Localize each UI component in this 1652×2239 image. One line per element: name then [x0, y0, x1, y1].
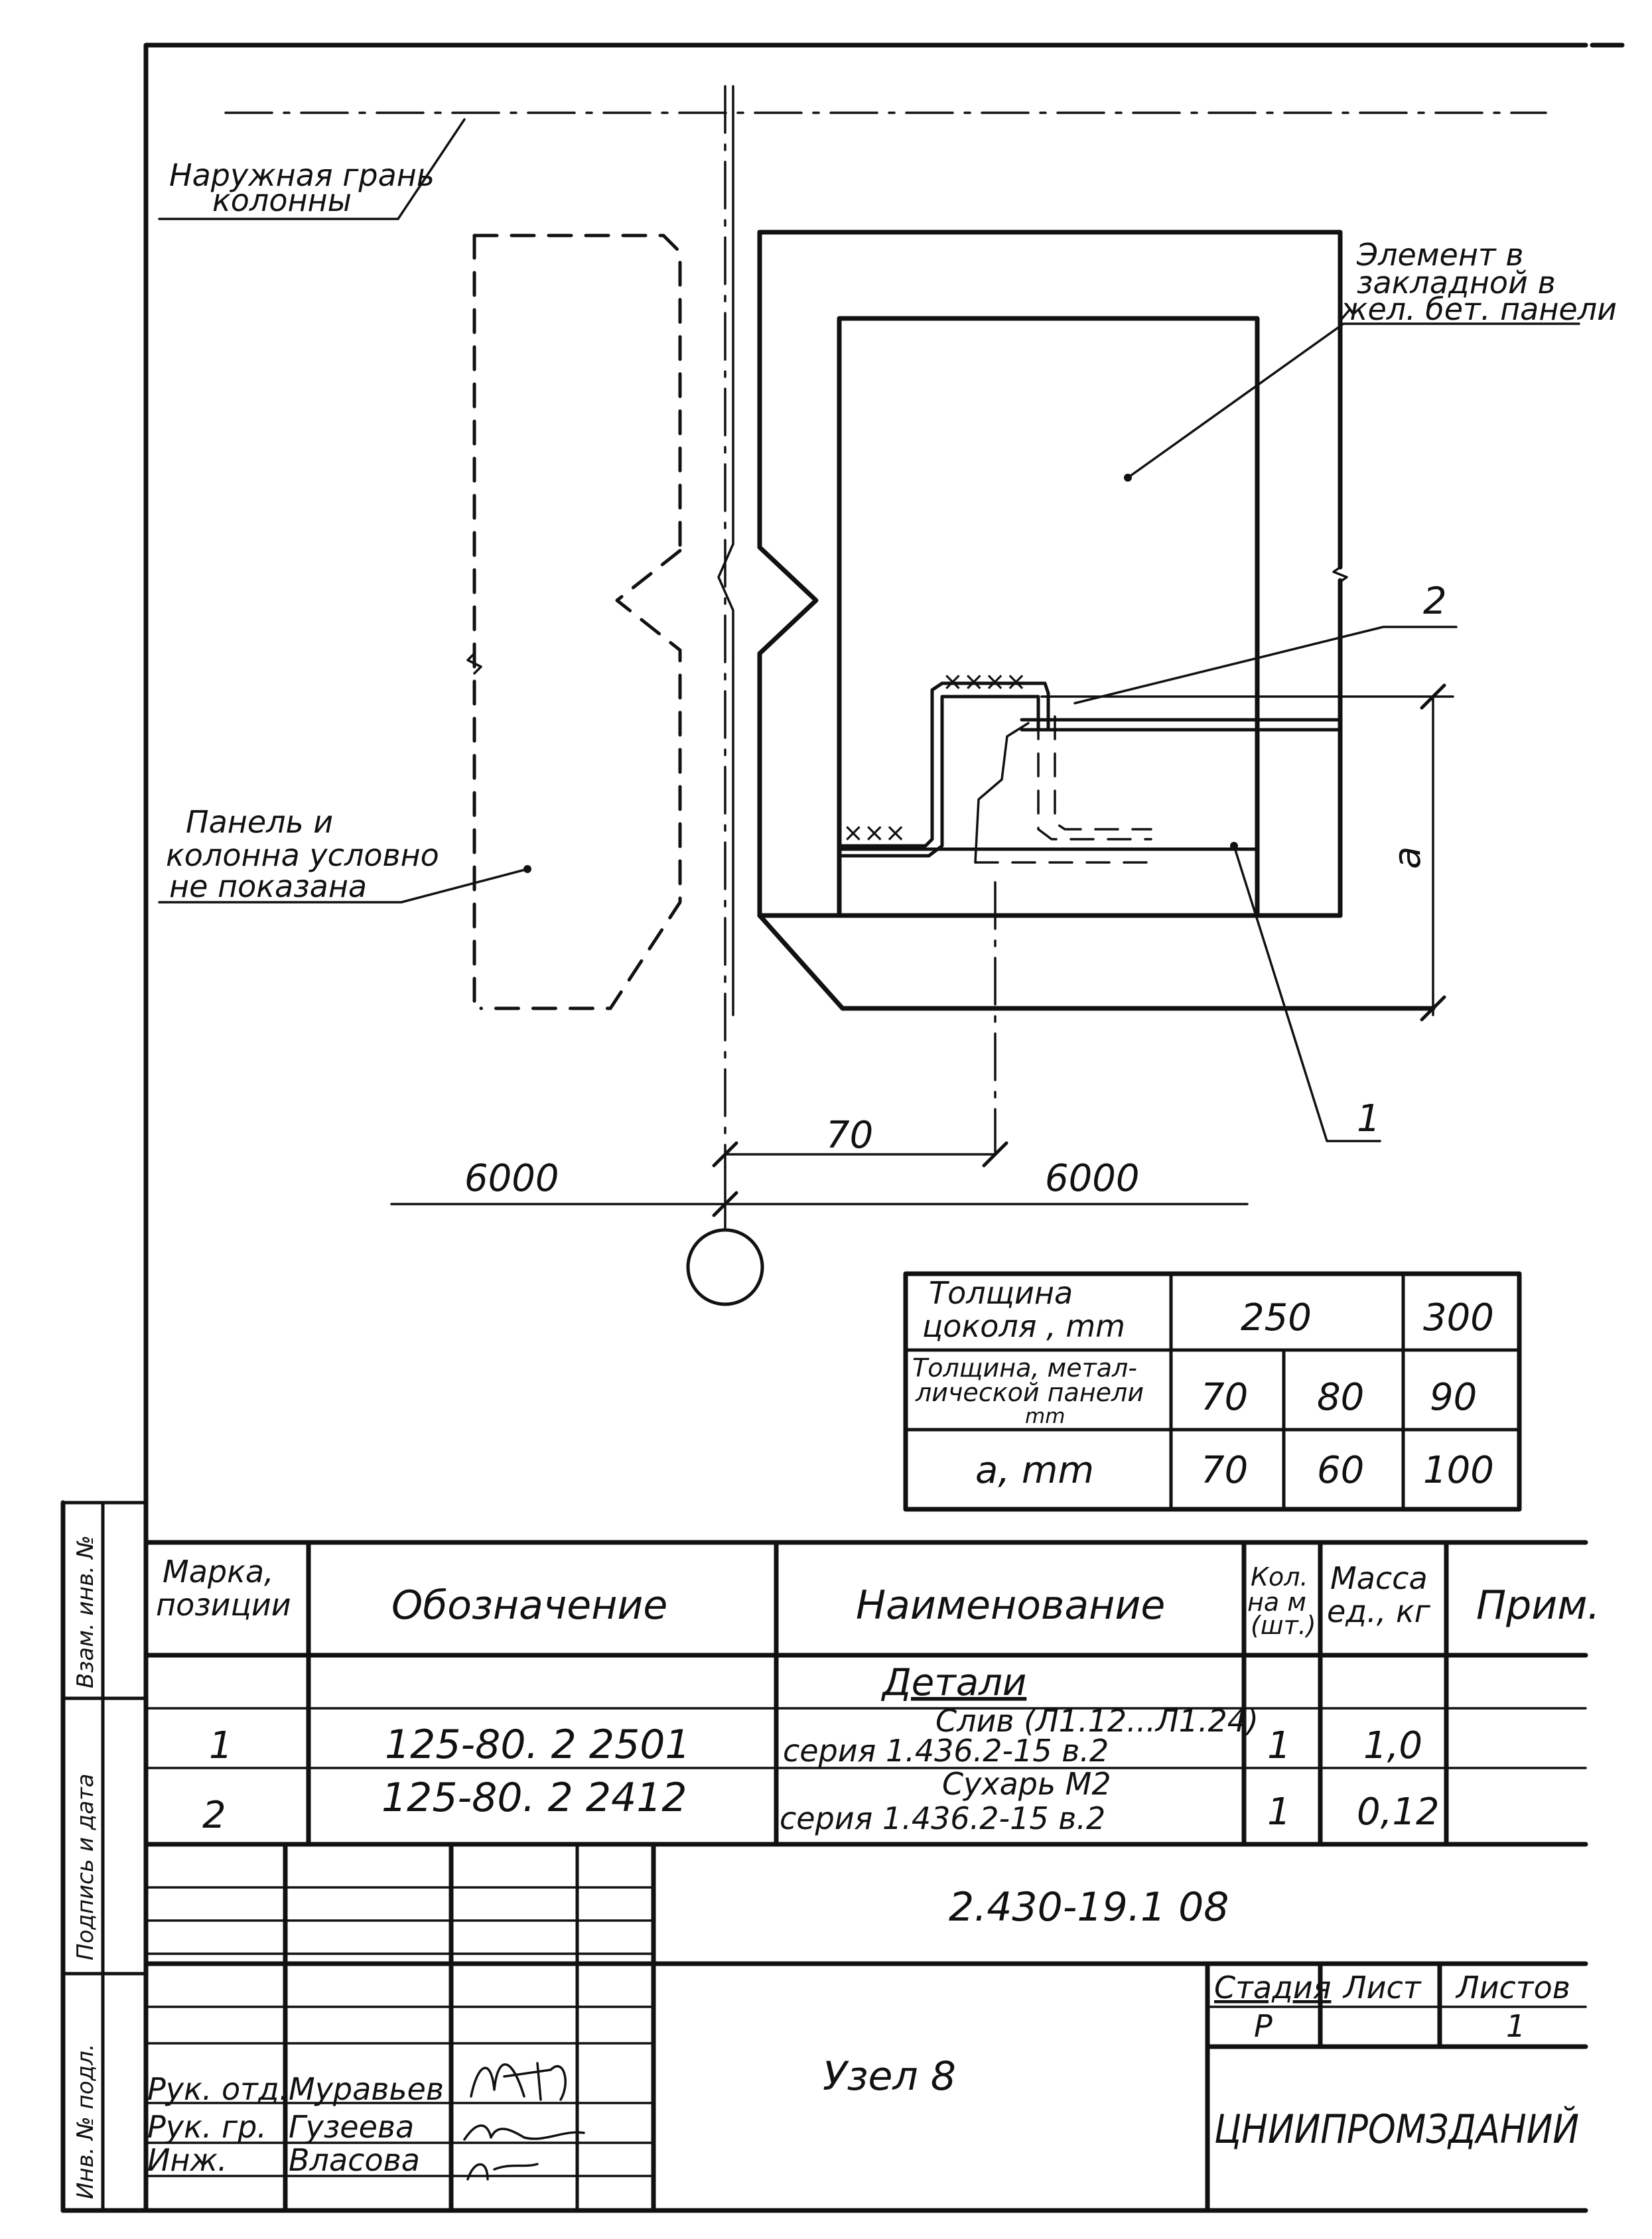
spec-row-qty: 1 [1267, 1791, 1291, 1834]
spec-header-qty-line2: на м [1247, 1588, 1306, 1617]
thickness-row3-label: а, mm [975, 1449, 1094, 1492]
spec-header-name: Наименование [856, 1582, 1165, 1629]
side-stamp-replaced-inv: Взам. инв. № [72, 1535, 99, 1688]
spec-row-mark: 1 [209, 1724, 233, 1767]
spec-row-name-line1: Слив (Л1.12...Л1.24) [935, 1703, 1259, 1739]
thickness-row2-label-line1: Толщина, метал- [912, 1353, 1137, 1383]
staff-name: Власова [289, 2142, 420, 2178]
spec-header-qty-line3: (шт.) [1251, 1611, 1316, 1640]
spec-header-mark-line2: позиции [156, 1587, 291, 1623]
dimension-a: а [1386, 847, 1429, 869]
leader-element [1127, 322, 1580, 479]
organization-name: ЦНИИПРОМЗДАНИЙ [1214, 2106, 1579, 2153]
thickness-row1-val-250: 250 [1241, 1296, 1312, 1339]
spec-row-qty: 1 [1267, 1724, 1291, 1767]
thickness-row2-label-line3: mm [1025, 1404, 1065, 1428]
stage-value: Р [1254, 2008, 1273, 2044]
callout-2: 2 [1423, 580, 1447, 623]
spec-row-designation: 125-80. 2 2501 [385, 1722, 691, 1768]
label-outer-face-line1: Наружная грань [169, 157, 435, 193]
embedded-element: ×××× ××× [523, 230, 1436, 1011]
thickness-row3-val: 100 [1423, 1449, 1494, 1492]
sheet-title: Узел 8 [823, 2053, 956, 2100]
dimension-70: 70 [826, 1114, 873, 1157]
sheets-value: 1 [1506, 2008, 1525, 2044]
leader-panel [158, 868, 529, 904]
thickness-row2-val: 70 [1201, 1376, 1248, 1419]
sheet-frame [60, 42, 1625, 2213]
grid-axis-bubble [686, 1228, 764, 1306]
svg-text:×××: ××× [843, 818, 906, 847]
spec-header-designation: Обозначение [391, 1582, 667, 1629]
dimension-6000-left: 6000 [464, 1157, 559, 1200]
spec-table: Марка, позиции Обозначение Наименование … [143, 1540, 1600, 1847]
staff-role: Рук. гр. [147, 2109, 267, 2145]
sheet-label: Лист [1342, 1970, 1422, 2005]
spec-row-name-line2: серия 1.436.2-15 в.2 [780, 1800, 1105, 1836]
spec-row-mass: 0,12 [1357, 1791, 1440, 1834]
title-block: 2.430-19.1 08 Узел 8 Стадия Лист Листов … [143, 1842, 1588, 2213]
drawing-labels: Наружная грань колонны Элемент в закладн… [166, 157, 1617, 1200]
thickness-table: Толщина цоколя , mm 250 300 Толщина, мет… [903, 1271, 1522, 1512]
label-element-line1: Элемент в [1356, 237, 1523, 273]
side-stamp-inv-original: Инв. № подл. [72, 2043, 99, 2199]
spec-header-mass-line2: ед., кг [1327, 1594, 1431, 1629]
document-code: 2.430-19.1 08 [949, 1884, 1229, 1931]
thickness-row1-label-line1: Толщина [929, 1275, 1073, 1311]
sheets-label: Листов [1455, 1970, 1570, 2005]
staff-name: Муравьев [289, 2071, 444, 2107]
side-stamp: Взам. инв. № Подпись и дата Инв. № подл. [72, 1535, 99, 2199]
handwritten-signature [463, 2124, 585, 2141]
side-stamp-sign-date: Подпись и дата [72, 1773, 99, 1960]
thickness-row3-val: 70 [1201, 1449, 1248, 1492]
label-element-line2: закладной в [1357, 265, 1556, 301]
handwritten-signature [470, 2062, 567, 2101]
spec-row-designation: 125-80. 2 2412 [381, 1775, 687, 1821]
thickness-row1-label-line2: цоколя , mm [922, 1308, 1125, 1344]
spec-header-note: Прим. [1476, 1582, 1600, 1629]
staff-name: Гузеева [289, 2109, 414, 2145]
spec-header-qty-line1: Кол. [1251, 1562, 1308, 1592]
thickness-row1-val-300: 300 [1423, 1296, 1494, 1339]
leader-callout-1 [1233, 845, 1381, 1142]
dimension-6000-right: 6000 [1045, 1157, 1140, 1200]
label-panel-line3: не показана [169, 868, 367, 904]
stage-label: Стадия [1214, 1970, 1331, 2005]
label-panel-line1: Панель и [186, 804, 333, 840]
spec-section-title: Детали [880, 1661, 1026, 1704]
thickness-row3-val: 60 [1317, 1449, 1364, 1492]
thickness-row2-val: 80 [1317, 1376, 1364, 1419]
left-panel-outline [466, 234, 682, 1010]
label-element-line3: жел. бет. панели [1340, 291, 1617, 327]
leader-outer-face [158, 118, 466, 220]
callout-1: 1 [1357, 1097, 1381, 1140]
spec-row-name-line2: серия 1.436.2-15 в.2 [783, 1733, 1109, 1769]
staff-role: Инж. [147, 2142, 228, 2178]
svg-text:××××: ×××× [942, 667, 1026, 696]
spec-row-name-line1: Сухарь М2 [942, 1766, 1111, 1802]
label-outer-face-line2: колонны [212, 182, 352, 218]
handwritten-signature [466, 2163, 539, 2181]
label-panel-line2: колонна условно [166, 837, 439, 873]
node-drawing: ×××× ××× [158, 85, 1580, 1306]
spec-row-mass: 1,0 [1363, 1724, 1422, 1767]
staff-role: Рук. отд. [147, 2071, 289, 2107]
spec-header-mark-line1: Марка, [163, 1554, 274, 1590]
thickness-row2-label-line2: лической панели [915, 1378, 1144, 1407]
leader-callout-2 [1073, 626, 1458, 705]
spec-row-mark: 2 [202, 1794, 226, 1837]
thickness-row2-val: 90 [1430, 1376, 1477, 1419]
spec-header-mass-line1: Масса [1330, 1560, 1428, 1596]
